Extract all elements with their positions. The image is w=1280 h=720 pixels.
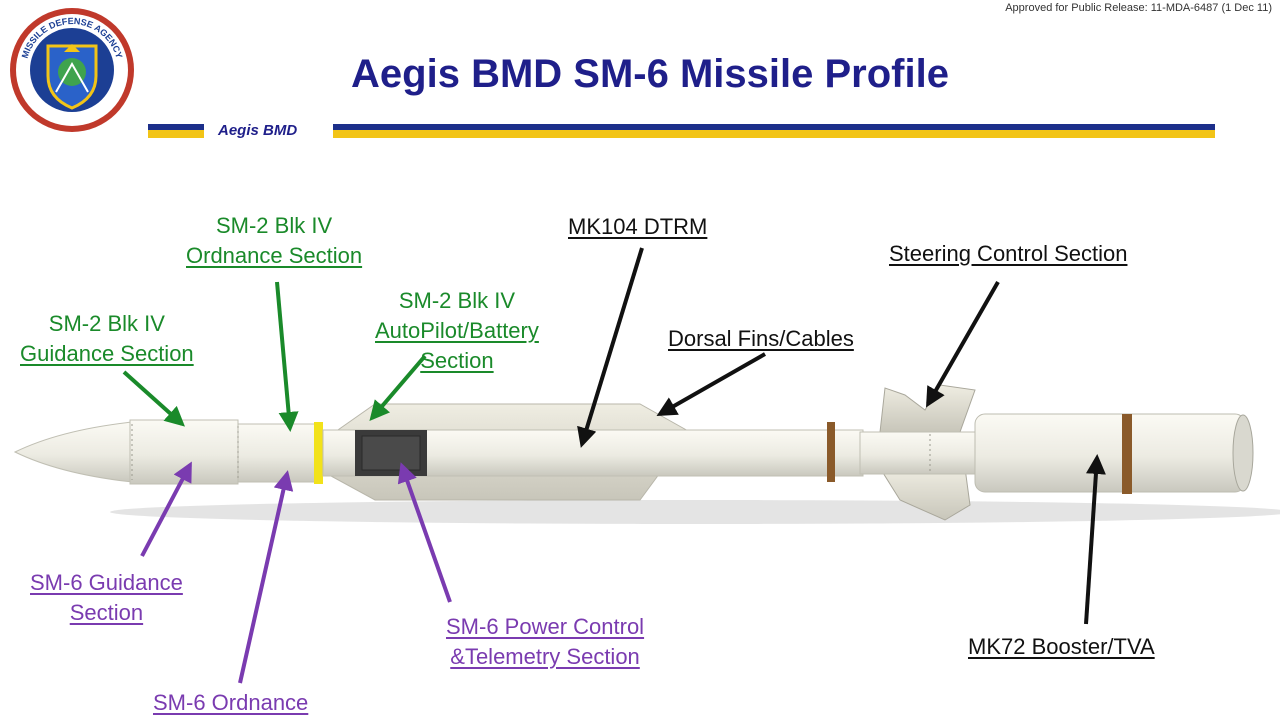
header-band-left <box>148 124 204 138</box>
arrow-sm2-ordnance <box>275 281 299 432</box>
arrow-sm2-guidance <box>122 370 185 427</box>
rear-body <box>859 431 981 475</box>
mda-seal-logo: MISSILE DEFENSE AGENCY <box>10 8 134 132</box>
steering-fin-top <box>879 384 976 433</box>
missile-shadow <box>110 500 1280 524</box>
booster-nozzle <box>1232 414 1254 492</box>
booster-body <box>974 413 1246 493</box>
arrow-dorsal-fins <box>656 352 766 416</box>
section-subtitle: Aegis BMD <box>218 122 298 139</box>
arrow-sm6-ordnance <box>238 470 294 684</box>
header-band-right <box>333 124 1215 138</box>
release-note: Approved for Public Release: 11-MDA-6487… <box>1005 2 1272 14</box>
label-sm6-power: SM-6 Power Control &Telemetry Section <box>446 614 645 669</box>
arrow-sm6-guidance <box>140 461 192 557</box>
arrow-mk104 <box>577 247 644 448</box>
nose-cone <box>13 421 133 483</box>
label-sm6-ordnance: SM-6 Ordnance <box>153 690 309 715</box>
label-mk104: MK104 DTRM <box>568 214 708 239</box>
label-steering: Steering Control Section <box>889 241 1128 266</box>
page-title: Aegis BMD SM-6 Missile Profile <box>351 52 949 96</box>
label-sm6-guidance: SM-6 Guidance Section <box>30 570 183 625</box>
label-sm2-guidance: SM-2 Blk IV Guidance Section <box>20 311 194 366</box>
yellow-band <box>314 422 323 484</box>
body-band-brown <box>827 422 835 482</box>
booster-band-brown <box>1122 414 1132 494</box>
arrow-sm6-power <box>397 462 452 603</box>
arrow-mk72 <box>1084 454 1106 625</box>
label-dorsal-fins: Dorsal Fins/Cables <box>668 326 854 351</box>
arrow-sm2-autopilot <box>369 354 427 422</box>
label-sm2-ordnance: SM-2 Blk IV Ordnance Section <box>186 213 363 268</box>
arrow-steering <box>926 281 1000 408</box>
label-mk72: MK72 Booster/TVA <box>968 634 1155 659</box>
label-sm2-autopilot: SM-2 Blk IV AutoPilot/Battery Section <box>375 288 539 373</box>
ordnance-section-body <box>237 423 319 483</box>
